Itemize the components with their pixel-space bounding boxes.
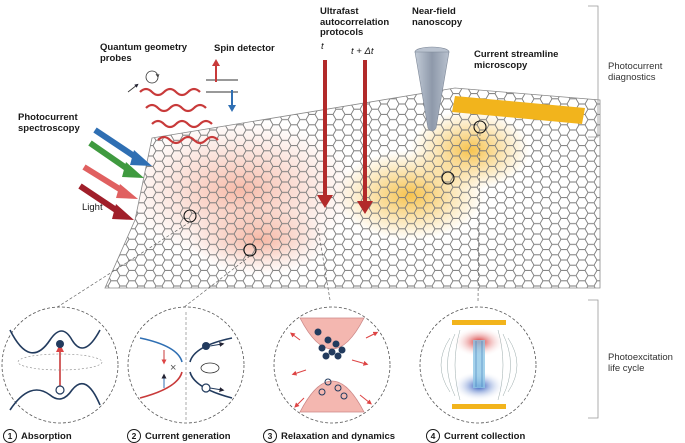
step-absorption: 1 Absorption xyxy=(3,429,72,443)
step-relaxation: 3 Relaxation and dynamics xyxy=(263,429,395,443)
lifecycle-bracket xyxy=(588,299,599,419)
label-t: t xyxy=(321,41,324,52)
svg-text:×: × xyxy=(170,362,176,374)
photon-arrow-icon xyxy=(122,162,144,178)
panel-absorption xyxy=(1,306,119,424)
band-structure-icon xyxy=(9,329,101,354)
step-current-collection: 4 Current collection xyxy=(426,429,525,443)
step-label: Relaxation and dynamics xyxy=(281,430,396,442)
step-label: Current generation xyxy=(145,430,231,442)
photon-arrow-icon xyxy=(130,150,152,166)
electrode-bar-icon xyxy=(452,320,506,325)
step-current-generation: 2 Current generation xyxy=(127,429,231,443)
step-number: 1 xyxy=(3,429,17,443)
photon-arrow-icon xyxy=(116,184,138,199)
spin-arrow-icon xyxy=(206,59,238,112)
photon-arrow-icon xyxy=(112,204,134,220)
panel-relaxation xyxy=(273,306,391,424)
photon-arrow-icon xyxy=(317,195,333,208)
step-number: 2 xyxy=(127,429,141,443)
label-light: Light xyxy=(82,202,103,213)
step-number: 3 xyxy=(263,429,277,443)
connector-lines xyxy=(44,132,481,319)
step-label: Current collection xyxy=(444,430,526,442)
step-label: Absorption xyxy=(21,430,72,442)
step-number: 4 xyxy=(426,429,440,443)
diagnostics-bracket xyxy=(588,5,599,138)
photon-arrow-icon xyxy=(357,201,373,214)
probe-tip-icon xyxy=(414,46,450,132)
label-t-dt: t + Δt xyxy=(351,46,374,57)
site-marker xyxy=(441,171,455,185)
quantum-geometry-waves xyxy=(139,87,219,145)
label-spin-detector: Spin detector xyxy=(214,43,275,54)
panel-current-generation: × xyxy=(127,306,245,424)
panel-current-collection xyxy=(419,306,537,424)
light-beams xyxy=(78,127,152,220)
electrode-bar-icon xyxy=(452,96,585,124)
polarization-icon xyxy=(127,70,160,93)
electrode-bar-icon xyxy=(452,404,506,409)
